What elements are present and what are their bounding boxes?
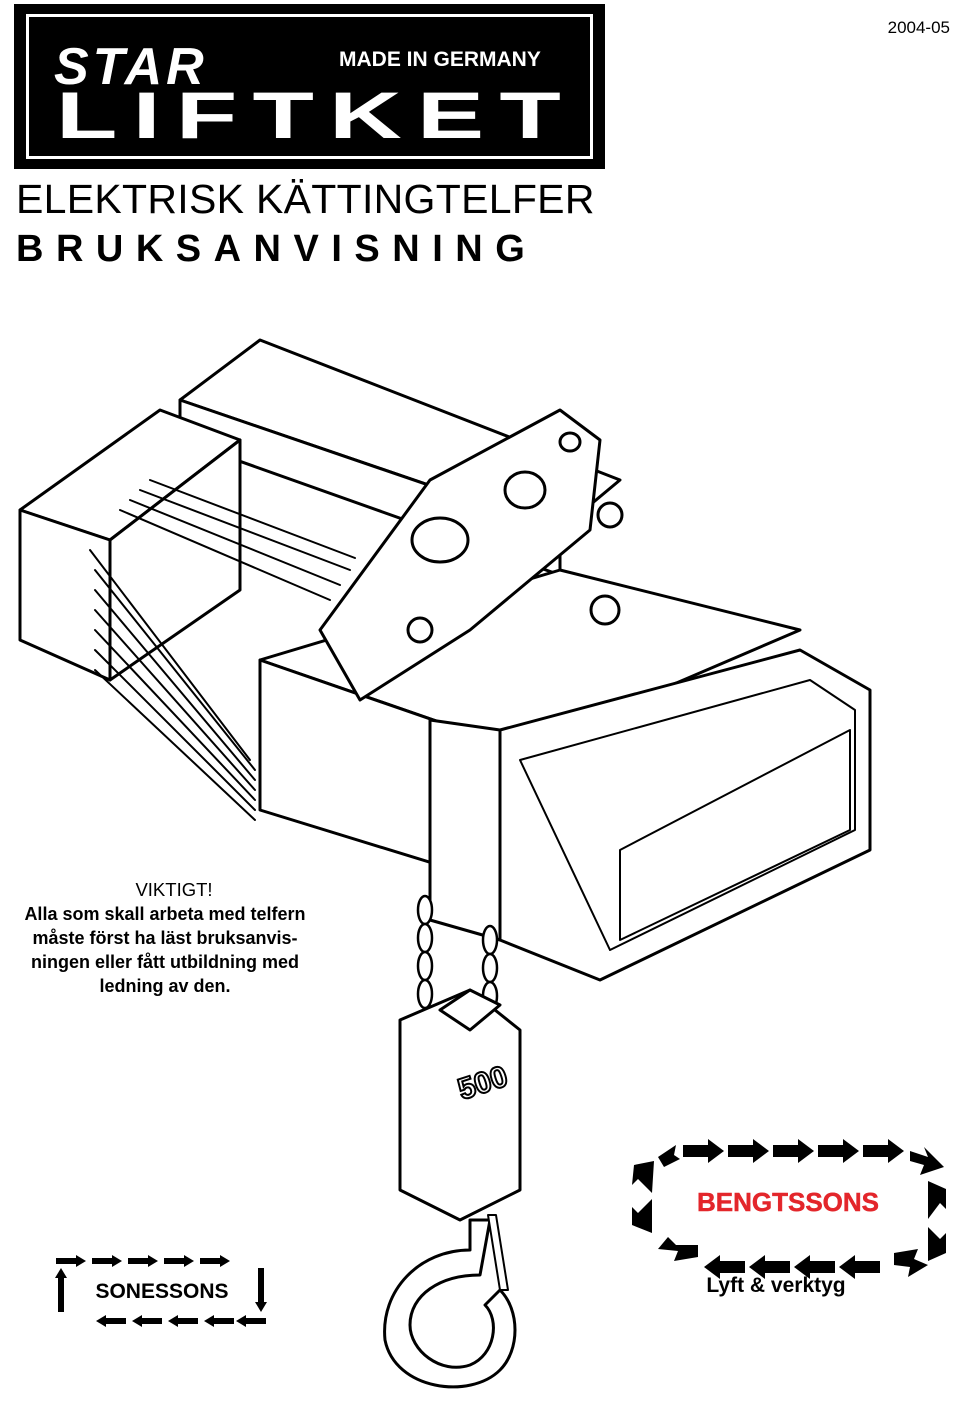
logo-brand-top: STAR xyxy=(54,38,208,96)
bengtssons-logo: BENGTSSONS Lyft & verktyg xyxy=(632,1139,946,1297)
warning-line: ledning av den. xyxy=(99,976,231,996)
bengtssons-tagline: Lyft & verktyg xyxy=(706,1274,845,1297)
logo-tagline: MADE IN GERMANY xyxy=(339,48,541,71)
warning-line: ningen eller fått utbildning med xyxy=(31,952,299,972)
safety-warning: VIKTIGT! Alla som skall arbeta med telfe… xyxy=(0,878,330,998)
bengtssons-name: BENGTSSONS xyxy=(697,1187,879,1217)
sonessons-logo: SONESSONS xyxy=(55,1255,267,1327)
document-date: 2004-05 xyxy=(887,18,950,37)
sonessons-name: SONESSONS xyxy=(95,1280,228,1303)
chain-hoist-illustration: 500 xyxy=(18,338,872,1389)
title-line-2: BRUKSANVISNING xyxy=(16,228,538,270)
title-line-1: ELEKTRISK KÄTTINGTELFER xyxy=(16,176,595,222)
logo-brand-bottom: LIFTKET xyxy=(56,78,576,152)
warning-line: Alla som skall arbeta med telfern xyxy=(24,904,306,924)
warning-line: måste först ha läst bruksanvis- xyxy=(32,928,298,948)
star-liftket-logo: STAR MADE IN GERMANY LIFTKET xyxy=(14,4,605,169)
warning-heading: VIKTIGT! xyxy=(135,879,213,900)
